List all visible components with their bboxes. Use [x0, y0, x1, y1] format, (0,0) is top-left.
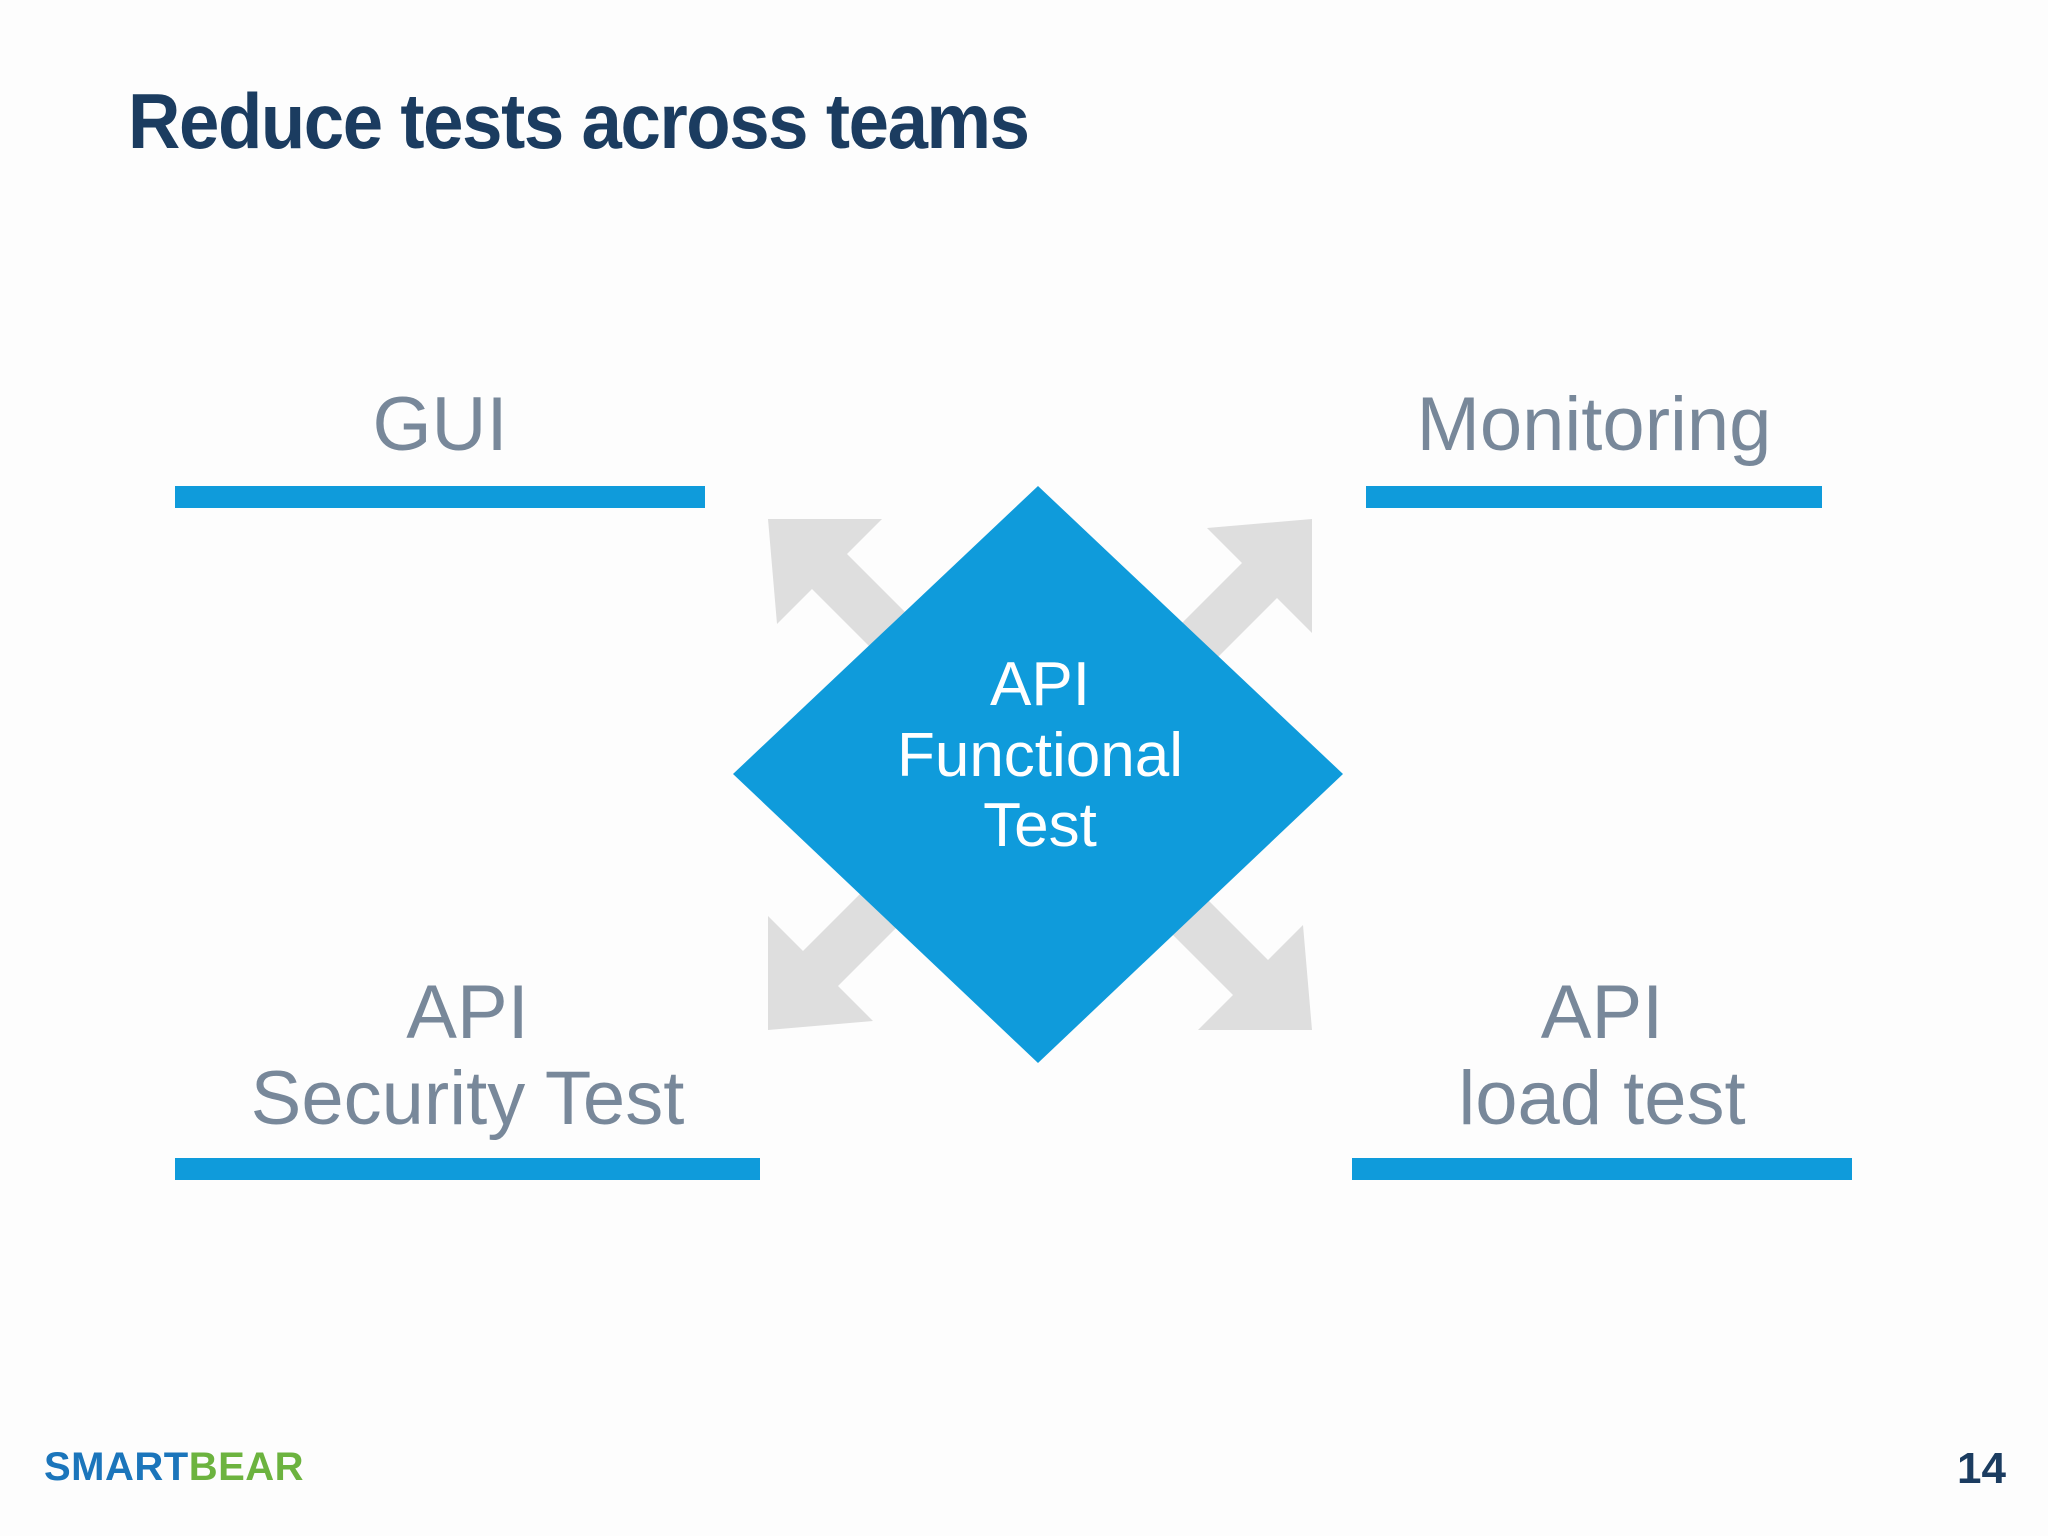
quadrant-gui[interactable]: GUI — [175, 382, 705, 508]
smartbear-logo: SMARTBEAR — [44, 1445, 304, 1490]
logo-text-bear: BEAR — [188, 1445, 305, 1489]
logo-text-smart: SMART — [44, 1445, 189, 1489]
quadrant-api-security-test-label: API Security Test — [250, 970, 685, 1141]
quadrant-gui-underline — [175, 485, 705, 508]
quadrant-api-load-test-label: API load test — [1458, 970, 1746, 1141]
page-number: 14 — [1957, 1444, 2006, 1493]
quadrant-monitoring-label: Monitoring — [1416, 382, 1772, 467]
quadrant-gui-label: GUI — [372, 382, 508, 467]
quadrant-api-security-test[interactable]: API Security Test — [175, 970, 760, 1180]
center-diagram — [730, 482, 1350, 1067]
quadrant-api-load-test-underline — [1352, 1157, 1852, 1180]
quadrant-monitoring[interactable]: Monitoring — [1366, 382, 1822, 508]
diamond-shape — [733, 486, 1343, 1063]
quadrant-monitoring-underline — [1366, 485, 1822, 508]
page-title: Reduce tests across teams — [128, 77, 1030, 165]
four-way-arrows-and-diamond-svg — [733, 486, 1343, 1063]
title-divider-rule — [128, 227, 1890, 232]
quadrant-api-load-test[interactable]: API load test — [1352, 970, 1852, 1180]
quadrant-api-security-test-underline — [175, 1157, 760, 1180]
